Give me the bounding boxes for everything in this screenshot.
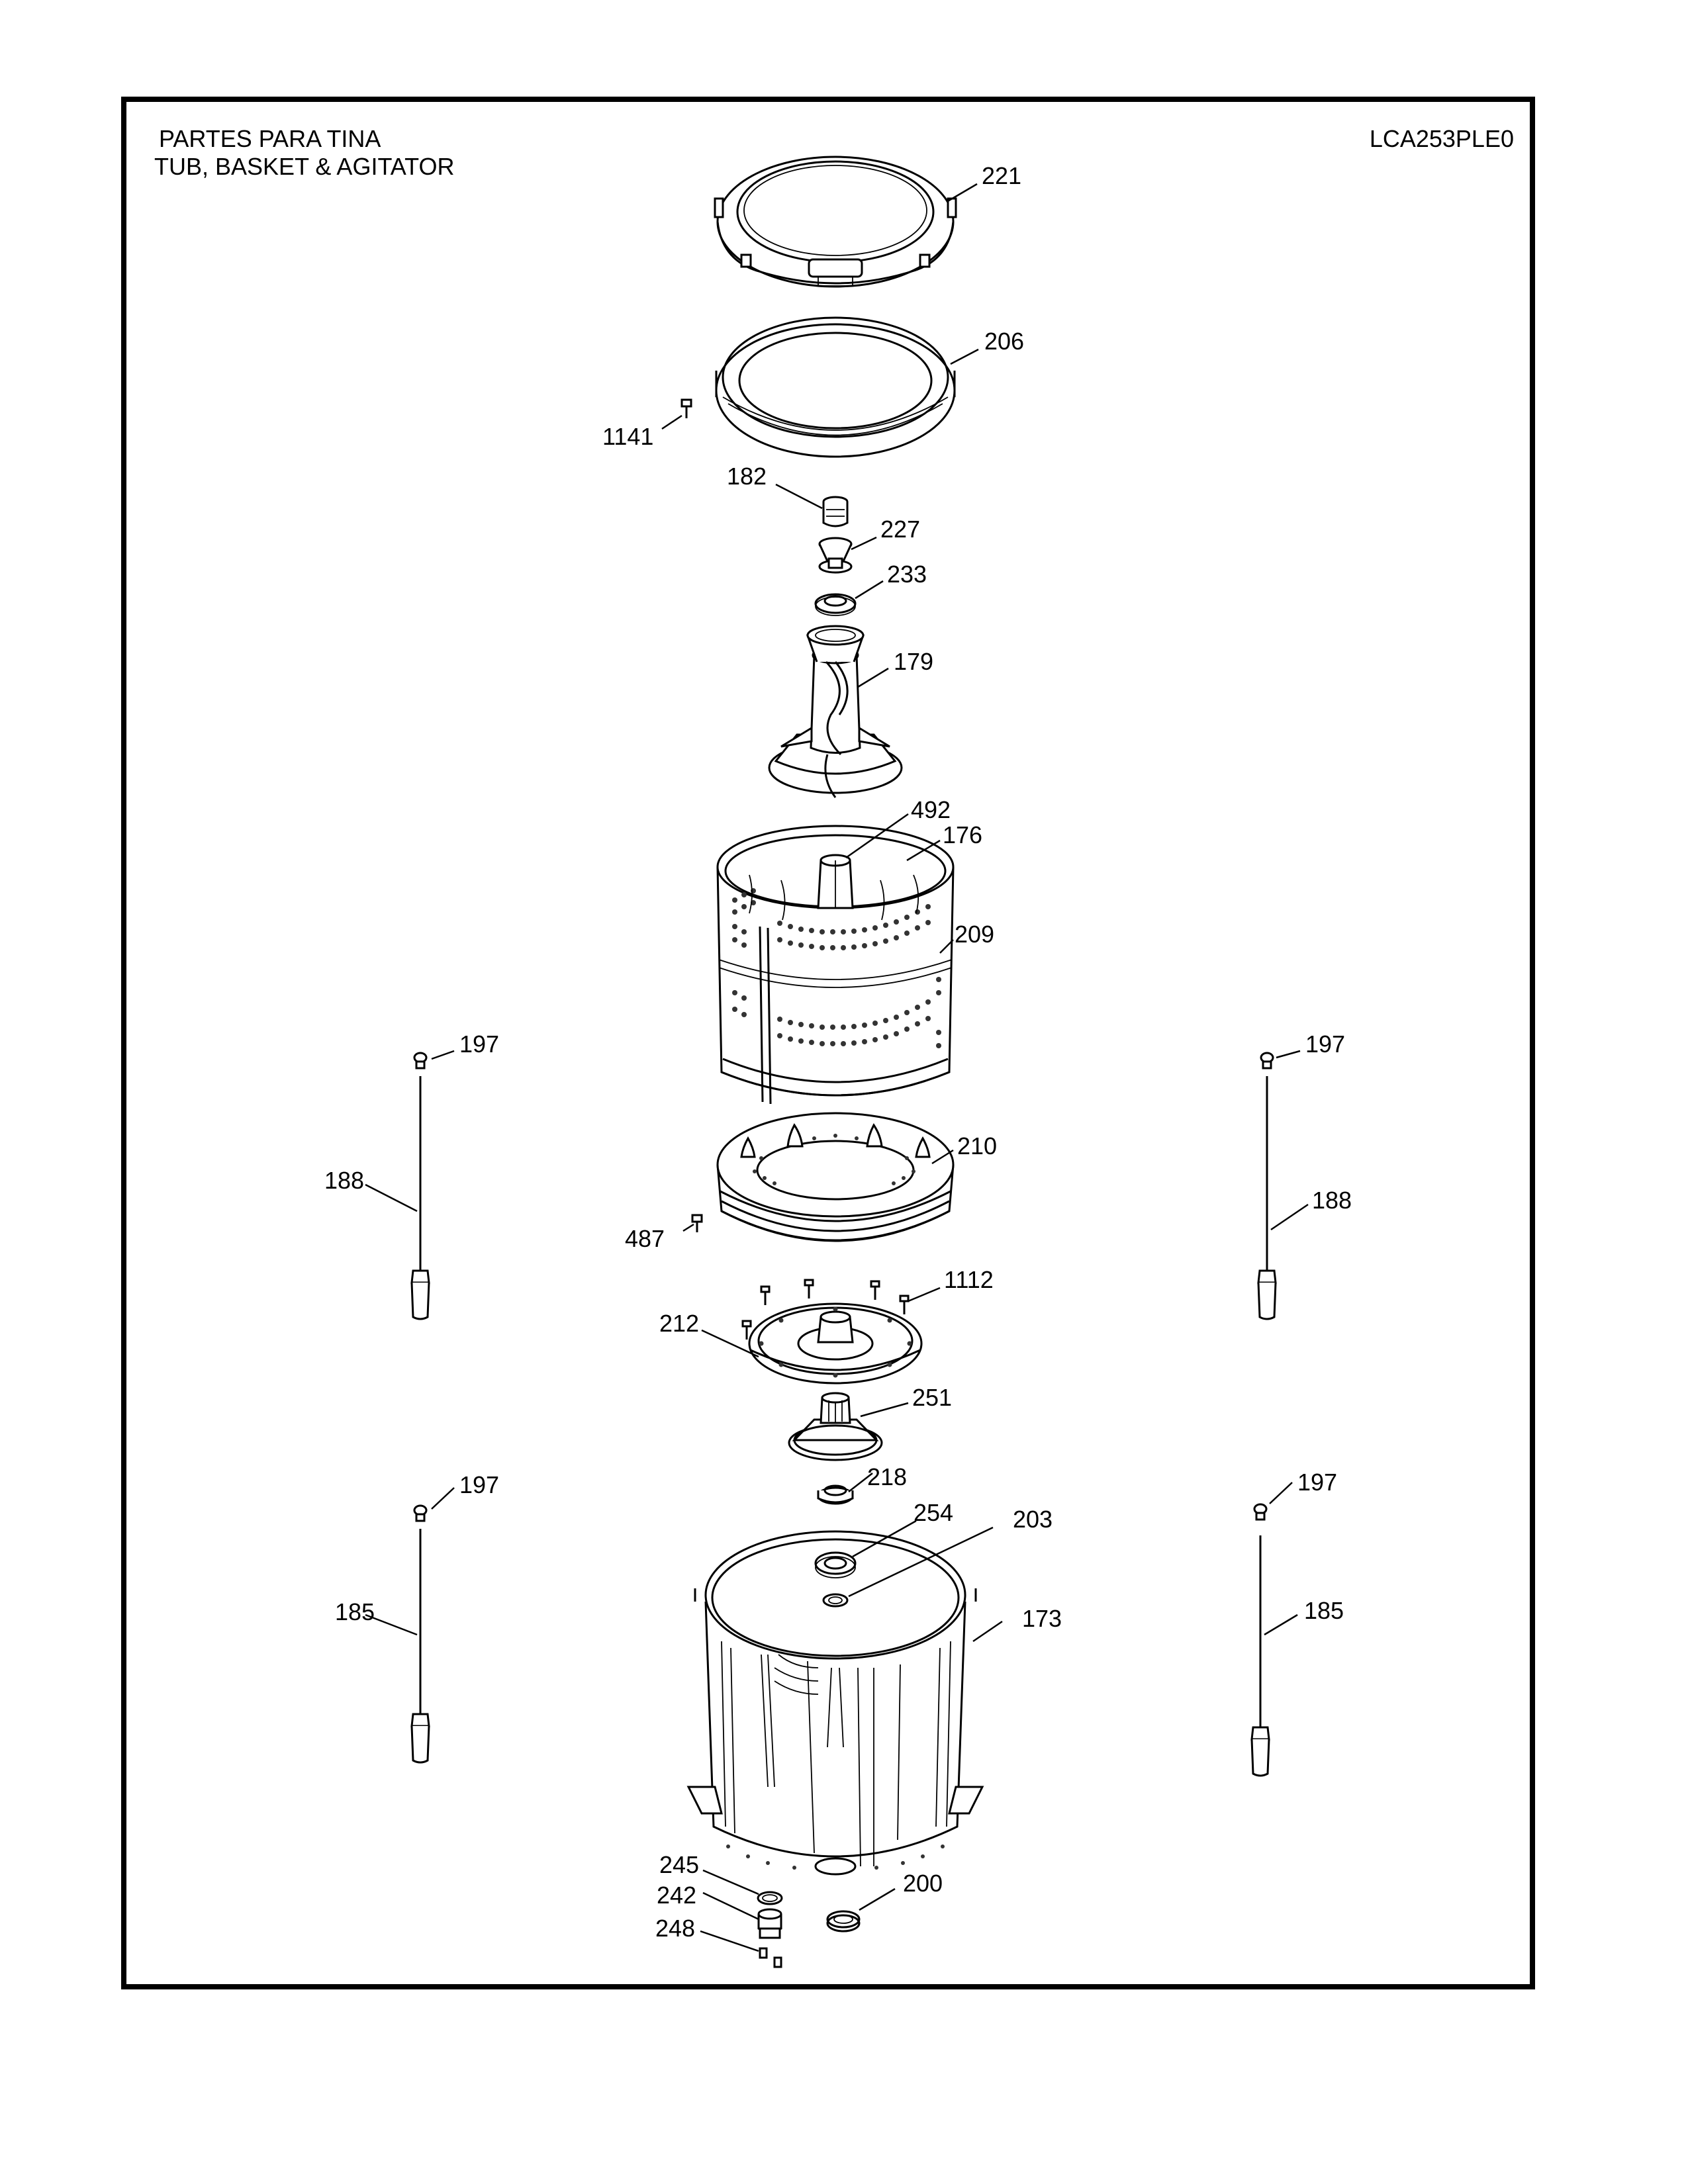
label-173: 173 (1022, 1605, 1062, 1632)
label-210: 210 (957, 1132, 997, 1160)
rod-top-left-drawing (410, 1052, 430, 1320)
leader-lines (365, 183, 1309, 1952)
pulsator-hub-drawing (788, 1392, 883, 1461)
label-179: 179 (894, 648, 933, 675)
label-1141: 1141 (602, 423, 653, 450)
nut-218-drawing (817, 1484, 854, 1505)
agitator-bolt-drawing (818, 537, 853, 574)
label-209: 209 (955, 921, 994, 948)
screw-1141-drawing (680, 398, 692, 418)
title-english: TUB, BASKET & AGITATOR (154, 153, 454, 180)
label-200: 200 (903, 1870, 943, 1897)
label-492: 492 (911, 796, 951, 823)
label-197-top-right: 197 (1305, 1030, 1345, 1058)
label-197-bottom-right: 197 (1297, 1469, 1337, 1496)
label-233: 233 (887, 561, 927, 588)
label-254: 254 (914, 1499, 953, 1526)
diagram-frame (121, 97, 1535, 1989)
label-1112: 1112 (944, 1266, 994, 1293)
label-227: 227 (880, 516, 920, 543)
drain-fittings-drawing (757, 1891, 783, 1968)
label-251: 251 (912, 1384, 952, 1411)
label-203: 203 (1013, 1506, 1053, 1533)
outer-tub-cover-drawing (714, 156, 957, 288)
rod-top-right-drawing (1257, 1052, 1277, 1320)
agitator-drawing (768, 625, 903, 798)
rod-bottom-right-drawing (1250, 1503, 1270, 1777)
tub-ring-drawing (715, 316, 956, 458)
model-number: LCA253PLE0 (1370, 125, 1514, 152)
wash-basket-drawing (716, 825, 955, 1105)
label-242: 242 (657, 1882, 696, 1909)
hub-plate-drawing (748, 1302, 923, 1385)
part-labels: 221 206 1141 182 227 233 179 492 176 209… (324, 162, 1352, 1942)
label-206: 206 (984, 328, 1024, 355)
label-197-bottom-left: 197 (459, 1471, 499, 1498)
label-212: 212 (659, 1310, 699, 1337)
outer-tub-drawing (686, 1530, 984, 1876)
label-188-right: 188 (1312, 1187, 1352, 1214)
label-185-left: 185 (335, 1598, 375, 1625)
screws-1112-drawing (741, 1279, 910, 1340)
drain-seal-200-drawing (826, 1910, 861, 1933)
label-182: 182 (727, 463, 767, 490)
agitator-cap-drawing (822, 496, 849, 527)
basket-bottom-drawing (716, 1112, 955, 1242)
title-spanish: PARTES PARA TINA (159, 125, 381, 152)
label-185-right: 185 (1304, 1597, 1344, 1624)
label-218: 218 (867, 1463, 907, 1490)
rod-bottom-left-drawing (410, 1504, 430, 1764)
label-176: 176 (943, 821, 982, 848)
label-245: 245 (659, 1851, 699, 1878)
label-487: 487 (625, 1225, 665, 1252)
label-248: 248 (655, 1915, 695, 1942)
label-188-left: 188 (324, 1167, 364, 1194)
label-197-top-left: 197 (459, 1030, 499, 1058)
label-221: 221 (982, 162, 1021, 189)
screw-487-drawing (691, 1214, 703, 1232)
washer-233-drawing (814, 593, 857, 616)
